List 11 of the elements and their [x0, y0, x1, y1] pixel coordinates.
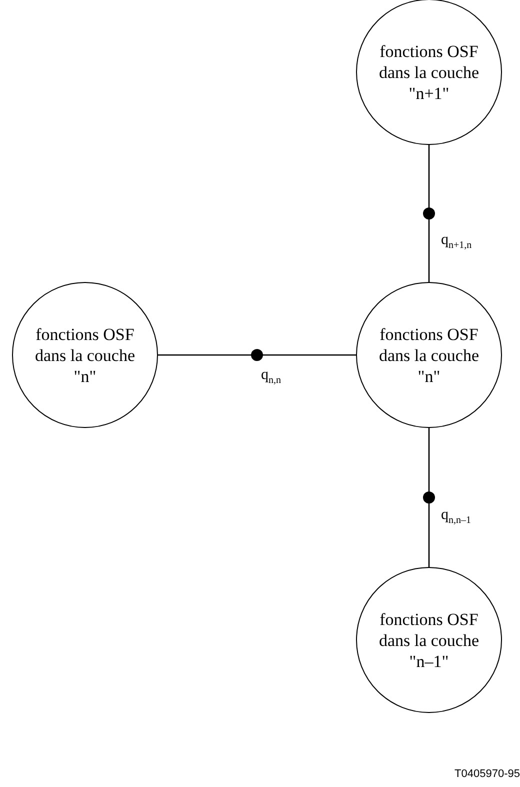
- node-text: fonctions OSF dans la couche "n": [34, 324, 136, 386]
- edge-label: q$_{n,n–1}$: [441, 507, 471, 526]
- connector-line: [428, 145, 430, 282]
- node-text: fonctions OSF dans la couche "n–1": [378, 608, 480, 672]
- connector-line: [428, 428, 430, 567]
- figure-code: T0405970-95: [454, 768, 520, 780]
- node-text: fonctions OSF dans la couche "n+1": [378, 40, 480, 104]
- node-text: fonctions OSF dans la couche "n": [378, 324, 480, 386]
- edge-label: q$_{n+1,n}$: [441, 232, 472, 251]
- connector-line: [158, 354, 356, 356]
- edge-label: q$_{n,n}$: [261, 367, 281, 386]
